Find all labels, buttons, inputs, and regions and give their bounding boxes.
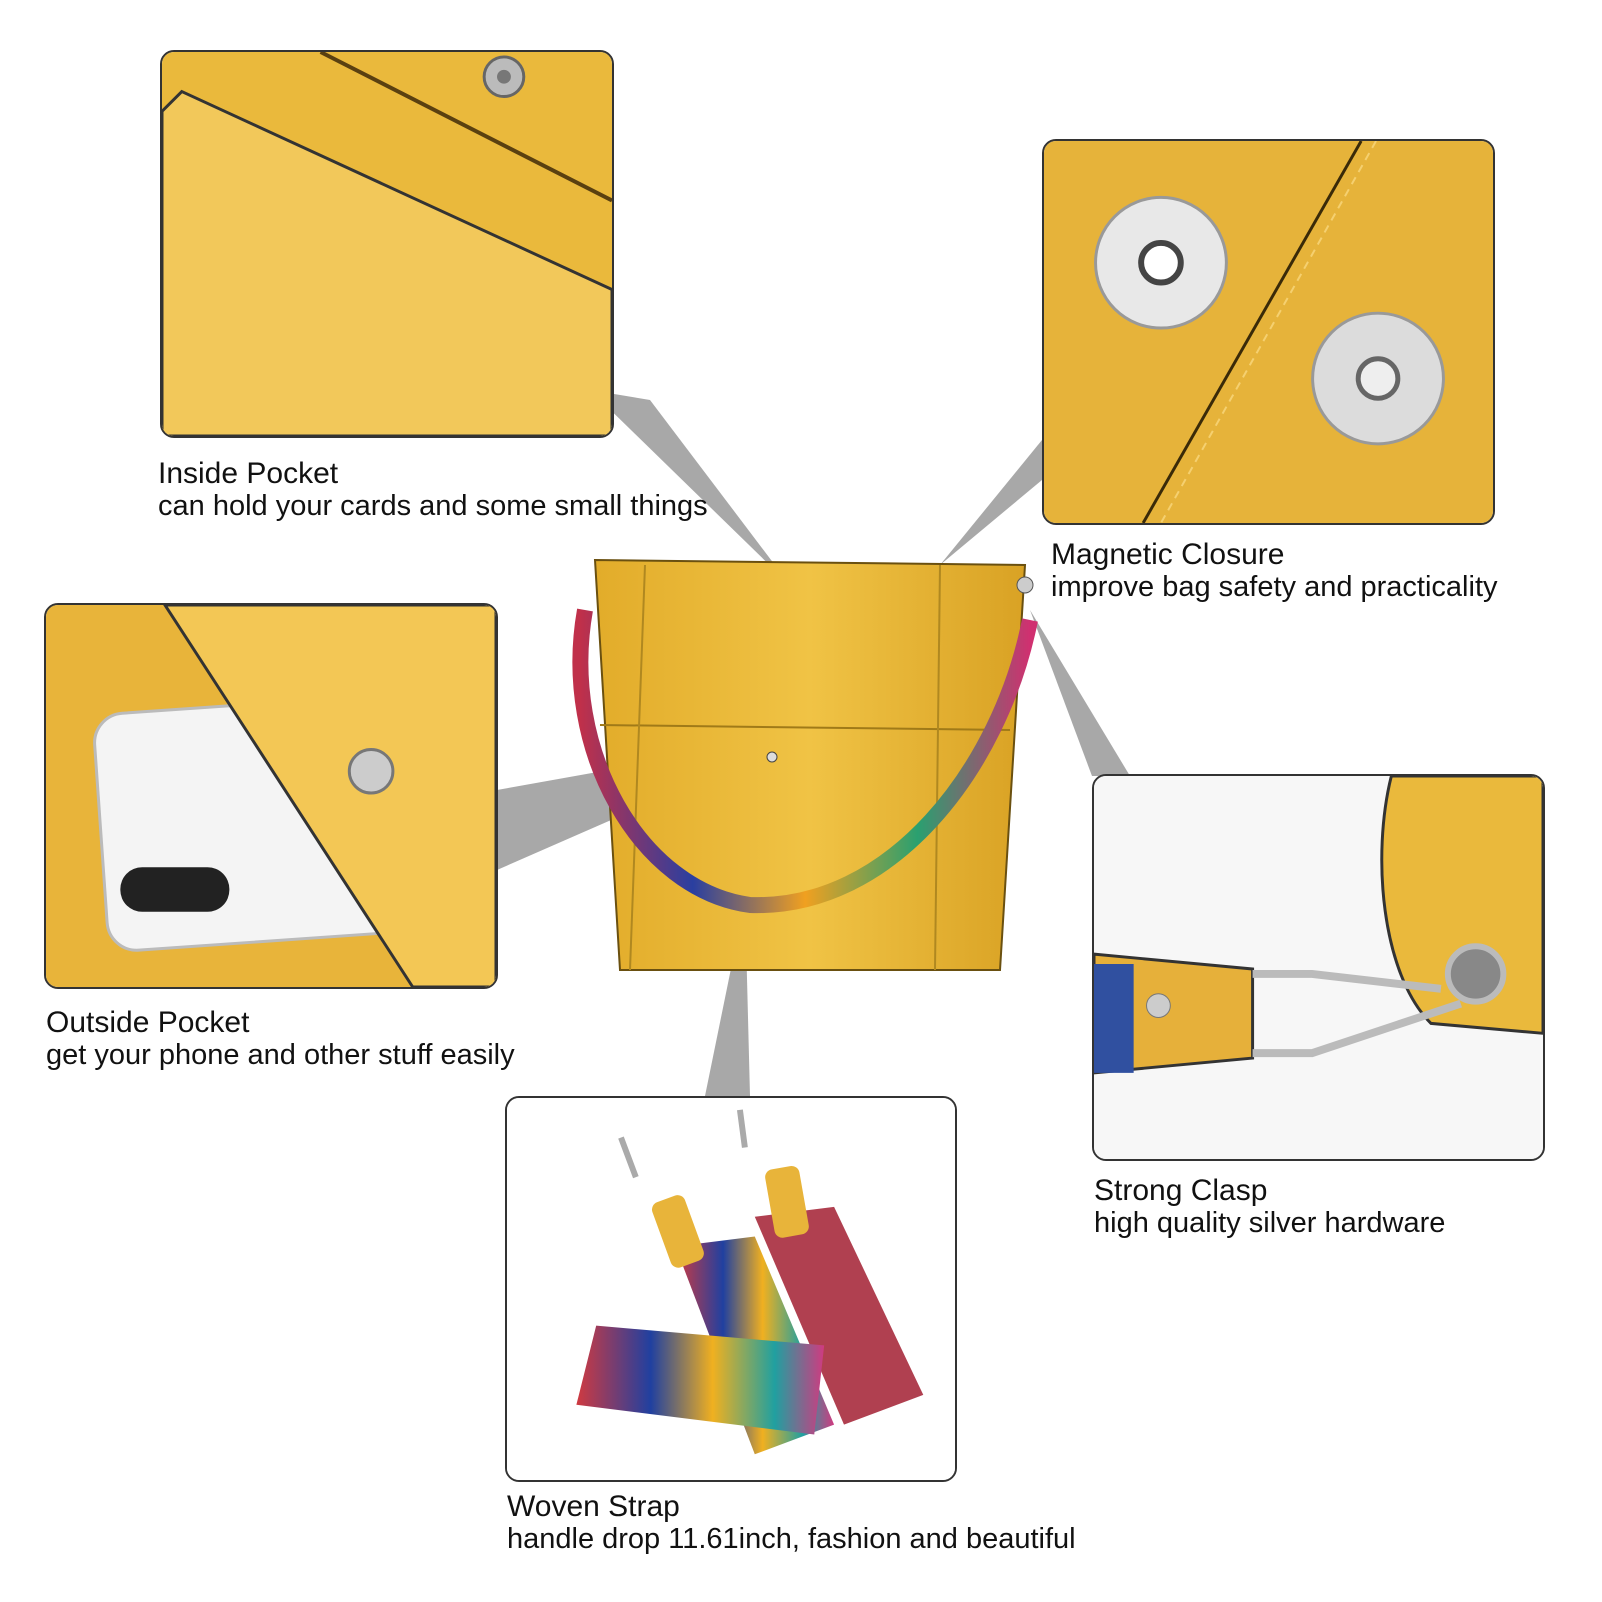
feature-description: high quality silver hardware bbox=[1094, 1207, 1446, 1239]
connector-inside-pocket bbox=[590, 390, 790, 585]
inside-pocket-photo bbox=[160, 50, 614, 438]
feature-description: improve bag safety and practicality bbox=[1051, 571, 1498, 603]
feature-title: Outside Pocket bbox=[46, 1006, 250, 1039]
woven-strap-caption: Woven Strap handle drop 11.61inch, fashi… bbox=[507, 1490, 1076, 1556]
feature-description: can hold your cards and some small thing… bbox=[158, 490, 708, 522]
outside-pocket-photo bbox=[44, 603, 498, 989]
feature-title: Woven Strap bbox=[507, 1490, 680, 1523]
feature-title: Strong Clasp bbox=[1094, 1174, 1268, 1207]
feature-title: Inside Pocket bbox=[158, 457, 339, 490]
feature-description: handle drop 11.61inch, fashion and beaut… bbox=[507, 1523, 1076, 1555]
bucket-bag-image bbox=[572, 558, 1038, 971]
magnetic-closure-photo bbox=[1042, 139, 1495, 525]
outside-pocket-caption: Outside Pocket get your phone and other … bbox=[46, 1006, 515, 1072]
magnetic-closure-caption: Magnetic Closure improve bag safety and … bbox=[1051, 538, 1498, 604]
feature-description: get your phone and other stuff easily bbox=[46, 1039, 515, 1071]
strong-clasp-photo bbox=[1092, 774, 1545, 1161]
woven-strap-photo bbox=[505, 1096, 957, 1482]
connector-strong-clasp bbox=[1030, 610, 1130, 776]
strong-clasp-caption: Strong Clasp high quality silver hardwar… bbox=[1094, 1174, 1446, 1240]
connector-magnetic-closure bbox=[940, 440, 1042, 565]
feature-title: Magnetic Closure bbox=[1051, 538, 1285, 571]
inside-pocket-caption: Inside Pocket can hold your cards and so… bbox=[158, 457, 708, 523]
